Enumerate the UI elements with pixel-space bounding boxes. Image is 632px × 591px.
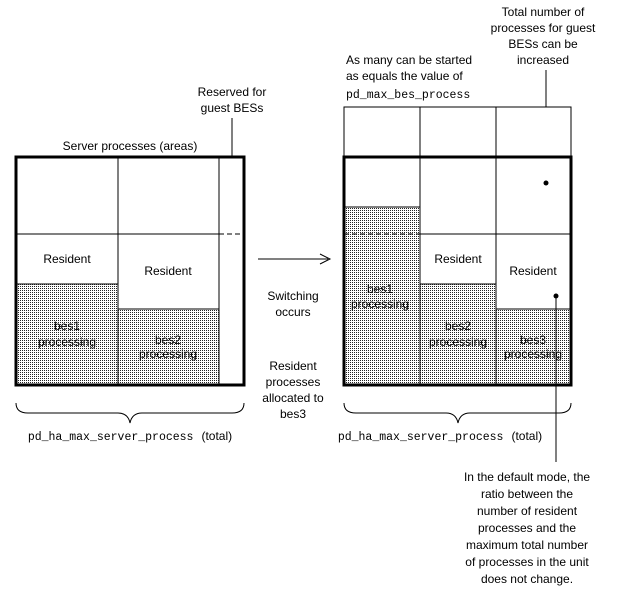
right-empty-cell-1 xyxy=(343,156,421,208)
right-extra-cell-3 xyxy=(495,106,572,158)
increase-line-4: increased xyxy=(517,53,569,67)
left-resident-cell-2 xyxy=(117,233,220,310)
right-total-suffix: (total) xyxy=(511,429,542,443)
default-mode-line-5: maximum total number xyxy=(466,538,588,552)
right-extra-cell-1 xyxy=(343,106,421,158)
default-mode-line-2: ratio between the xyxy=(481,487,573,501)
left-bes1-label-2: processing xyxy=(38,335,96,349)
switching-line-2: occurs xyxy=(275,305,310,319)
left-resident-label-1: Resident xyxy=(43,252,91,266)
as-many-line-1: As many can be started xyxy=(346,53,472,67)
switching-line-1: Switching xyxy=(267,289,318,303)
switch-arrow-head xyxy=(319,253,332,265)
allocated-line-4: bes3 xyxy=(280,407,306,421)
allocated-line-3: allocated to xyxy=(262,391,324,405)
left-reserved-column xyxy=(218,156,245,386)
increase-line-2: processes for guest xyxy=(491,21,596,35)
increase-line-3: BESs can be xyxy=(508,37,578,51)
right-resident-label-1: Resident xyxy=(434,252,482,266)
left-outer-frame xyxy=(14,155,246,387)
right-bes3-label-2: processing xyxy=(504,347,562,361)
default-mode-line-1: In the default mode, the xyxy=(464,470,590,484)
left-diagram: Server processes (areas) Reserved for gu… xyxy=(14,85,267,444)
right-diagram: As many can be started as equals the val… xyxy=(338,5,596,586)
right-extra-cell-2 xyxy=(419,106,497,158)
right-brace xyxy=(343,402,572,424)
left-resident-cell-1 xyxy=(15,233,119,285)
default-mode-line-7: does not change. xyxy=(481,572,573,586)
right-bes3-label-1: bes3 xyxy=(520,333,546,347)
increase-dot xyxy=(543,180,549,186)
right-bes1-label-2: processing xyxy=(351,297,409,311)
right-bes3-cell xyxy=(495,308,572,386)
right-resident-cell-2 xyxy=(495,233,572,310)
reserved-note-line-2: guest BESs xyxy=(201,101,264,115)
as-many-param: pd_max_bes_process xyxy=(346,89,470,102)
right-bes1-label-1: bes1 xyxy=(367,282,393,296)
default-mode-line-3: number of resident xyxy=(477,504,578,518)
left-total-param: pd_ha_max_server_process xyxy=(28,431,194,444)
right-outer-frame xyxy=(342,155,573,387)
default-mode-line-6: of processes in the unit xyxy=(465,555,589,569)
left-total-suffix: (total) xyxy=(201,429,232,443)
allocated-line-1: Resident xyxy=(269,359,317,373)
left-total-label: pd_ha_max_server_process (total) xyxy=(28,427,232,444)
left-bes2-label-2: processing xyxy=(139,347,197,361)
left-brace xyxy=(15,402,245,424)
left-empty-cell-1 xyxy=(15,156,119,235)
right-empty-cell-2 xyxy=(419,156,497,235)
left-title: Server processes (areas) xyxy=(63,139,198,153)
allocated-line-2: processes xyxy=(266,375,321,389)
right-resident-label-2: Resident xyxy=(509,264,557,278)
increase-line-1: Total number of xyxy=(502,5,585,19)
right-total-param: pd_ha_max_server_process xyxy=(338,431,504,444)
left-resident-label-2: Resident xyxy=(144,264,192,278)
as-many-line-2: as equals the value of xyxy=(346,69,463,83)
right-bes2-label-2: processing xyxy=(429,335,487,349)
right-total-label: pd_ha_max_server_process (total) xyxy=(338,427,542,444)
middle-annotations: Switching occurs Resident processes allo… xyxy=(258,253,332,421)
reserved-note-line-1: Reserved for xyxy=(198,85,267,99)
left-empty-cell-2 xyxy=(117,156,220,235)
default-mode-line-4: processes and the xyxy=(478,521,576,535)
left-bes1-label-1: bes1 xyxy=(54,319,80,333)
right-bes2-label-1: bes2 xyxy=(445,319,471,333)
left-bes2-label-1: bes2 xyxy=(155,333,181,347)
right-empty-cell-3 xyxy=(495,156,572,235)
left-bes2-cell xyxy=(117,308,220,386)
